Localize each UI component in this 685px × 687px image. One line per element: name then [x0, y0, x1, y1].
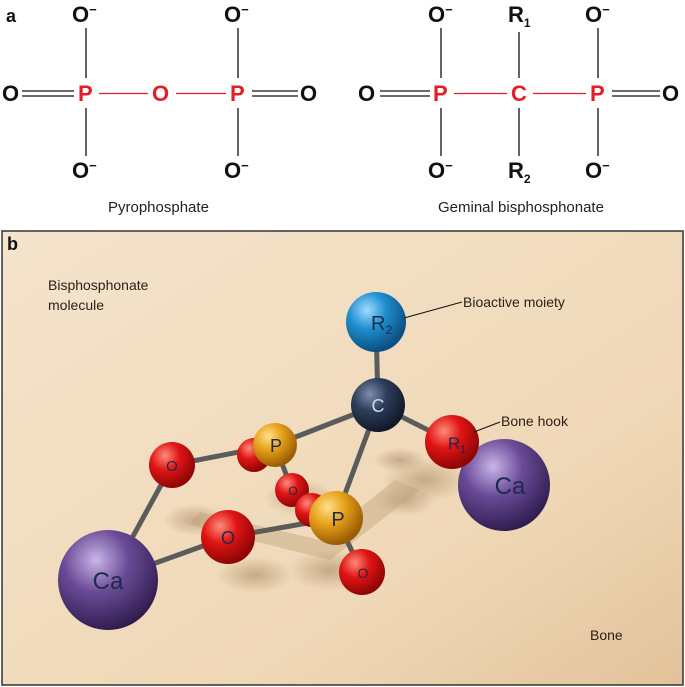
svg-text:O: O	[221, 528, 235, 548]
bis-o-bottom-left: O−	[428, 158, 453, 183]
svg-text:P: P	[270, 436, 282, 456]
svg-text:Ca: Ca	[495, 473, 526, 500]
annotation-bioactive-moiety: Bioactive moiety	[463, 294, 565, 310]
svg-text:O: O	[288, 484, 297, 498]
bis-c-center: C	[511, 81, 527, 106]
molecule-title-line2: molecule	[48, 297, 104, 313]
pyro-o-bottom-left: O−	[72, 158, 97, 183]
shadow-r2-link	[374, 448, 426, 472]
bis-p-right: P	[590, 81, 605, 106]
ball-p-upper: P	[253, 423, 297, 467]
bis-o-left: O	[358, 81, 375, 106]
annotation-bone-hook: Bone hook	[501, 413, 569, 429]
shadow-c	[375, 484, 435, 516]
bis-p-left: P	[433, 81, 448, 106]
svg-text:R2: R2	[371, 313, 392, 337]
bis-o-bottom-right: O−	[585, 158, 610, 183]
ball-ca-right: Ca	[458, 439, 550, 531]
ball-o-center: O	[201, 510, 255, 564]
pyro-o-bottom-right: O−	[224, 158, 249, 183]
ball-ca-left: Ca	[58, 530, 158, 630]
bis-r2: R2	[508, 158, 531, 186]
ball-c: C	[351, 378, 405, 432]
ball-o-left: O	[149, 442, 195, 488]
svg-text:Ca: Ca	[93, 568, 124, 595]
bisphosphonate-bonds	[380, 28, 660, 156]
panel-a-label: a	[6, 6, 17, 26]
pyro-p-left: P	[78, 81, 93, 106]
pyrophosphate-caption: Pyrophosphate	[108, 199, 209, 216]
leader-bonehook	[473, 421, 501, 433]
pyro-o-left: O	[2, 81, 19, 106]
shadow-o-center	[217, 557, 293, 593]
ball-r1: R1	[425, 415, 479, 469]
pyro-o-top-right: O−	[224, 2, 249, 27]
svg-text:O: O	[166, 458, 178, 475]
panel-b-label: b	[7, 234, 18, 254]
ball-p-lower: P	[309, 491, 363, 545]
bis-o-top-right: O−	[585, 2, 610, 27]
bis-o-right: O	[662, 81, 679, 106]
bone-label: Bone	[590, 627, 623, 643]
pyro-o-top-left: O−	[72, 2, 97, 27]
svg-text:C: C	[372, 396, 385, 416]
bis-o-top-left: O−	[428, 2, 453, 27]
pyro-p-right: P	[230, 81, 245, 106]
svg-text:O: O	[358, 565, 369, 581]
bisphosphonate-caption: Geminal bisphosphonate	[438, 199, 604, 216]
svg-text:R1: R1	[448, 434, 466, 456]
shadow-bond-strip	[190, 480, 420, 560]
pyrophosphate-bonds	[22, 28, 298, 156]
pyro-o-bridge: O	[152, 81, 169, 106]
molecule-title-line1: Bisphosphonate	[48, 277, 149, 293]
pyro-o-right: O	[300, 81, 317, 106]
leader-bioactive	[403, 301, 463, 319]
ball-o-bottom: O	[339, 549, 385, 595]
ball-r2: R2	[346, 292, 406, 352]
bis-r1: R1	[508, 2, 531, 30]
svg-text:P: P	[331, 509, 344, 531]
